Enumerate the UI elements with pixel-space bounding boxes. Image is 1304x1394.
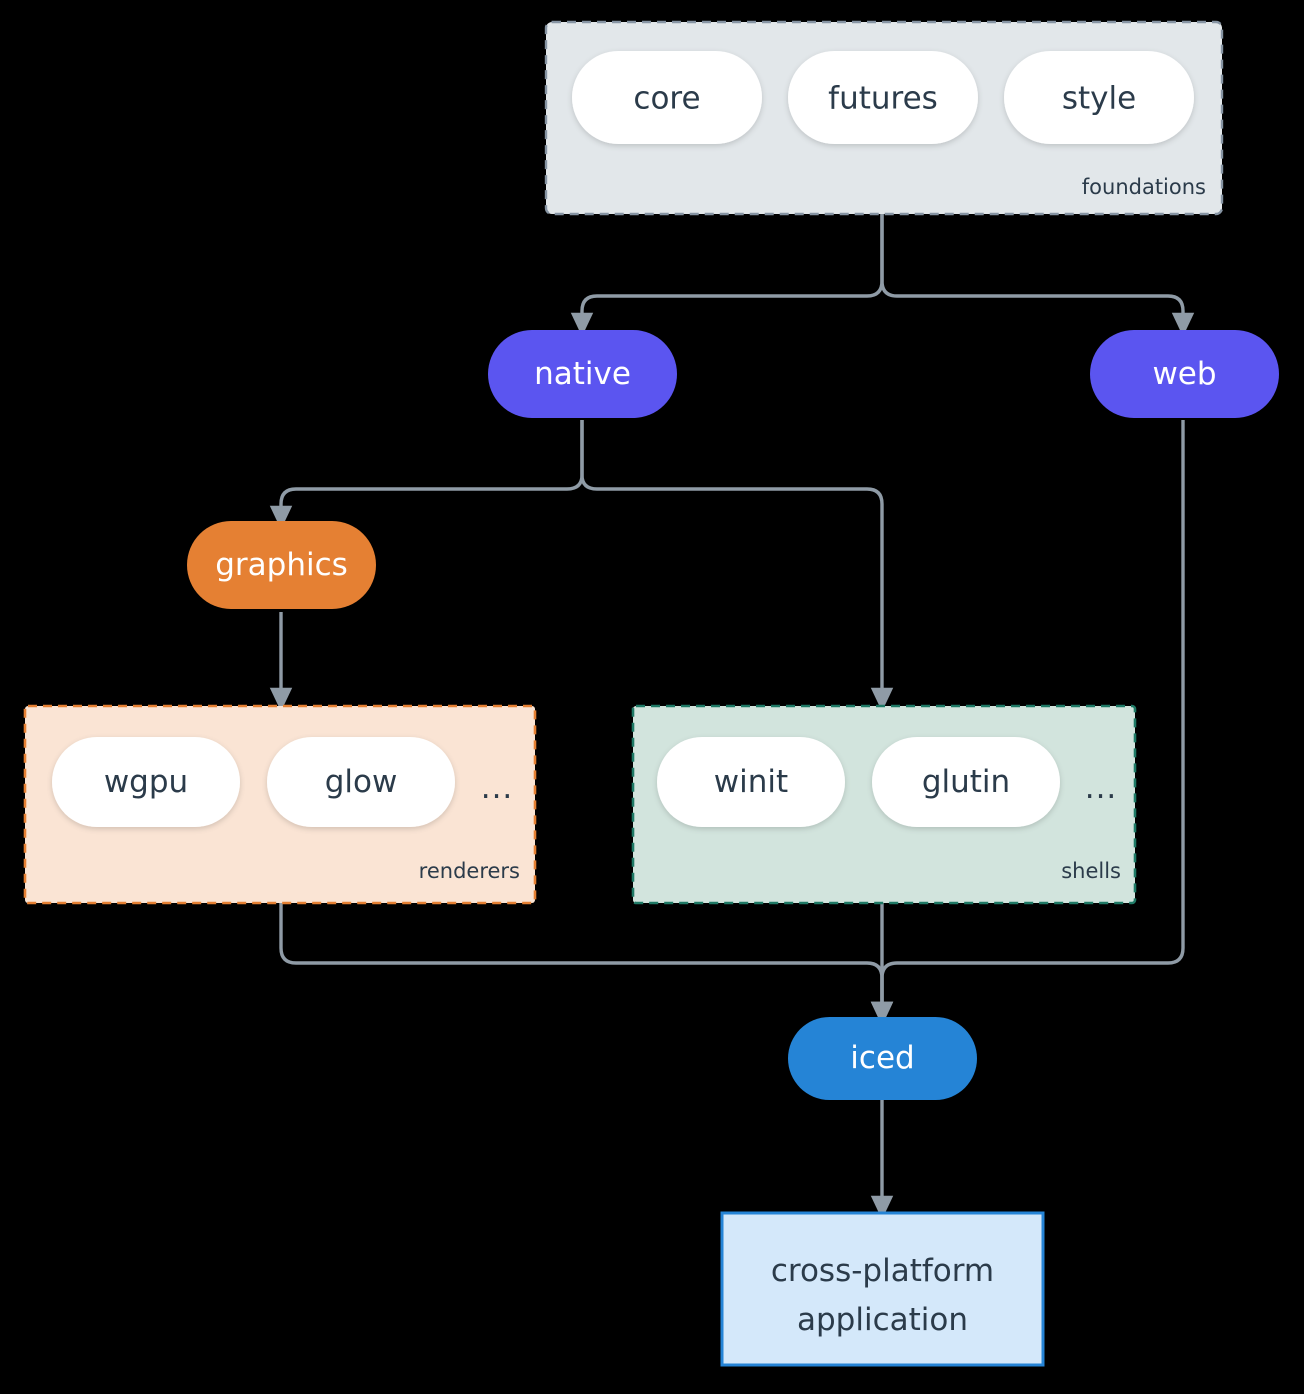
group-foundations: core futures style foundations <box>544 20 1224 216</box>
node-iced: iced <box>788 1017 977 1100</box>
renderers-group-label: renderers <box>419 859 520 883</box>
pill-glow-label: glow <box>325 764 398 800</box>
pill-winit-label: winit <box>714 764 788 800</box>
node-graphics-shape <box>187 521 376 609</box>
edge-layer <box>269 214 1195 1220</box>
shells-group-label: shells <box>1061 859 1121 883</box>
pill-glutin <box>872 737 1060 827</box>
edge-native-to-shells <box>580 420 894 712</box>
pill-wgpu-label: wgpu <box>104 764 188 800</box>
node-iced-shape <box>788 1017 977 1100</box>
application-box-line1: cross-platform <box>771 1253 994 1289</box>
node-web-shape <box>1090 330 1279 418</box>
node-native-shape <box>488 330 677 418</box>
renderers-more-label: ... <box>481 770 514 806</box>
application-box-shape <box>720 1211 1045 1367</box>
edge-web-to-iced <box>870 420 1185 1026</box>
node-graphics: graphics <box>187 521 376 609</box>
foundations-group-label: foundations <box>1082 175 1206 199</box>
pill-core <box>572 51 762 144</box>
edge-foundations-to-web <box>880 214 1195 337</box>
node-native: native <box>488 330 677 418</box>
node-iced-label: iced <box>850 1040 914 1076</box>
pill-style <box>1004 51 1194 144</box>
group-renderers: wgpu glow ... renderers <box>23 704 537 905</box>
shells-more-label: ... <box>1085 770 1118 806</box>
pill-wgpu <box>52 737 240 827</box>
group-shells: winit glutin ... shells <box>631 704 1137 905</box>
node-graphics-label: graphics <box>215 547 348 583</box>
pill-winit <box>657 737 845 827</box>
node-web-label: web <box>1152 356 1216 392</box>
node-cross-platform-application: cross-platform application <box>720 1211 1045 1367</box>
node-native-label: native <box>534 356 631 392</box>
pill-glow <box>267 737 455 827</box>
pill-style-label: style <box>1062 81 1136 117</box>
node-web: web <box>1090 330 1279 418</box>
application-box-line2: application <box>797 1302 968 1338</box>
pill-futures <box>788 51 978 144</box>
pill-core-label: core <box>633 81 700 117</box>
pill-futures-label: futures <box>828 81 938 117</box>
pill-glutin-label: glutin <box>922 764 1010 800</box>
